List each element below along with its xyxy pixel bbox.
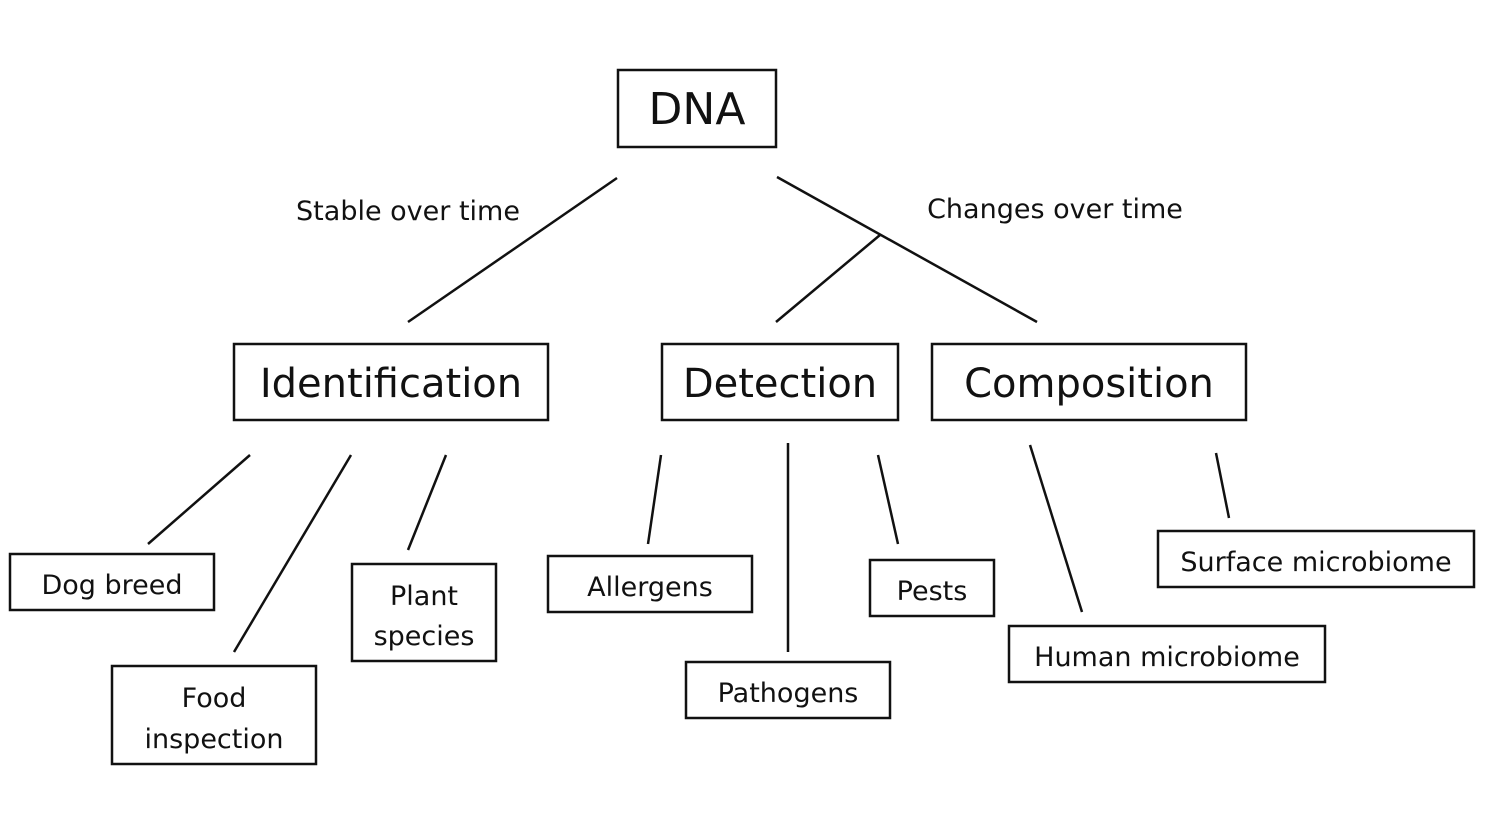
leaf-surface-microbiome: Surface microbiome — [1156, 529, 1476, 589]
category-identification: Identification — [232, 342, 550, 422]
connector-composition-human-microbiome — [1028, 444, 1084, 613]
category-identification-box — [232, 342, 550, 422]
connector-branch-detection — [775, 234, 881, 323]
leaf-human-microbiome: Human microbiome — [1007, 624, 1327, 684]
branch-label-stable: Stable over time — [296, 196, 520, 227]
category-detection-label: Detection — [683, 361, 877, 407]
category-detection-box — [660, 342, 900, 422]
leaf-pathogens-box — [684, 660, 892, 720]
leaf-plant-species: Plant species — [350, 562, 498, 663]
connectors — [147, 175, 1231, 653]
root-node: DNA — [616, 68, 778, 149]
leaf-dog-breed-label: Dog breed — [41, 570, 182, 601]
leaf-allergens: Allergens — [546, 554, 754, 614]
connector-detection-pests — [876, 454, 900, 545]
branch-label-changes: Changes over time — [927, 194, 1183, 225]
connector-identification-plant-species — [406, 454, 448, 551]
leaf-allergens-label: Allergens — [587, 572, 713, 603]
category-identification-label: Identification — [260, 361, 522, 407]
leaf-plant-species-box — [350, 562, 498, 663]
category-composition: Composition — [930, 342, 1248, 422]
leaf-human-microbiome-label: Human microbiome — [1034, 642, 1300, 673]
leaf-surface-microbiome-box — [1156, 529, 1476, 589]
connector-identification-food-inspection — [232, 454, 353, 653]
leaf-food-inspection-label-line2: inspection — [145, 724, 284, 755]
leaf-food-inspection: Food inspection — [110, 664, 318, 766]
leaf-dog-breed: Dog breed — [8, 552, 216, 612]
leaf-surface-microbiome-label: Surface microbiome — [1180, 547, 1451, 578]
leaf-pathogens: Pathogens — [684, 660, 892, 720]
connector-composition-surface-microbiome — [1214, 452, 1231, 519]
connector-detection-allergens — [646, 454, 663, 545]
leaf-dog-breed-box — [8, 552, 216, 612]
connector-identification-dog-breed — [147, 454, 251, 545]
root-node-label: DNA — [649, 84, 746, 135]
leaf-plant-species-label-line2: species — [374, 621, 475, 652]
category-composition-label: Composition — [964, 361, 1214, 407]
category-composition-box — [930, 342, 1248, 422]
root-node-box — [616, 68, 778, 149]
leaf-human-microbiome-box — [1007, 624, 1327, 684]
leaf-allergens-box — [546, 554, 754, 614]
leaf-pests-label: Pests — [897, 576, 968, 607]
leaf-plant-species-label-line1: Plant — [390, 581, 458, 612]
leaf-pathogens-label: Pathogens — [718, 678, 859, 709]
connector-dna-composition — [776, 175, 1038, 324]
leaf-pests-box — [868, 558, 996, 618]
leaf-food-inspection-box — [110, 664, 318, 766]
leaf-pests: Pests — [868, 558, 996, 618]
category-detection: Detection — [660, 342, 900, 422]
leaf-food-inspection-label-line1: Food — [182, 683, 247, 714]
connector-dna-identification — [407, 176, 618, 324]
